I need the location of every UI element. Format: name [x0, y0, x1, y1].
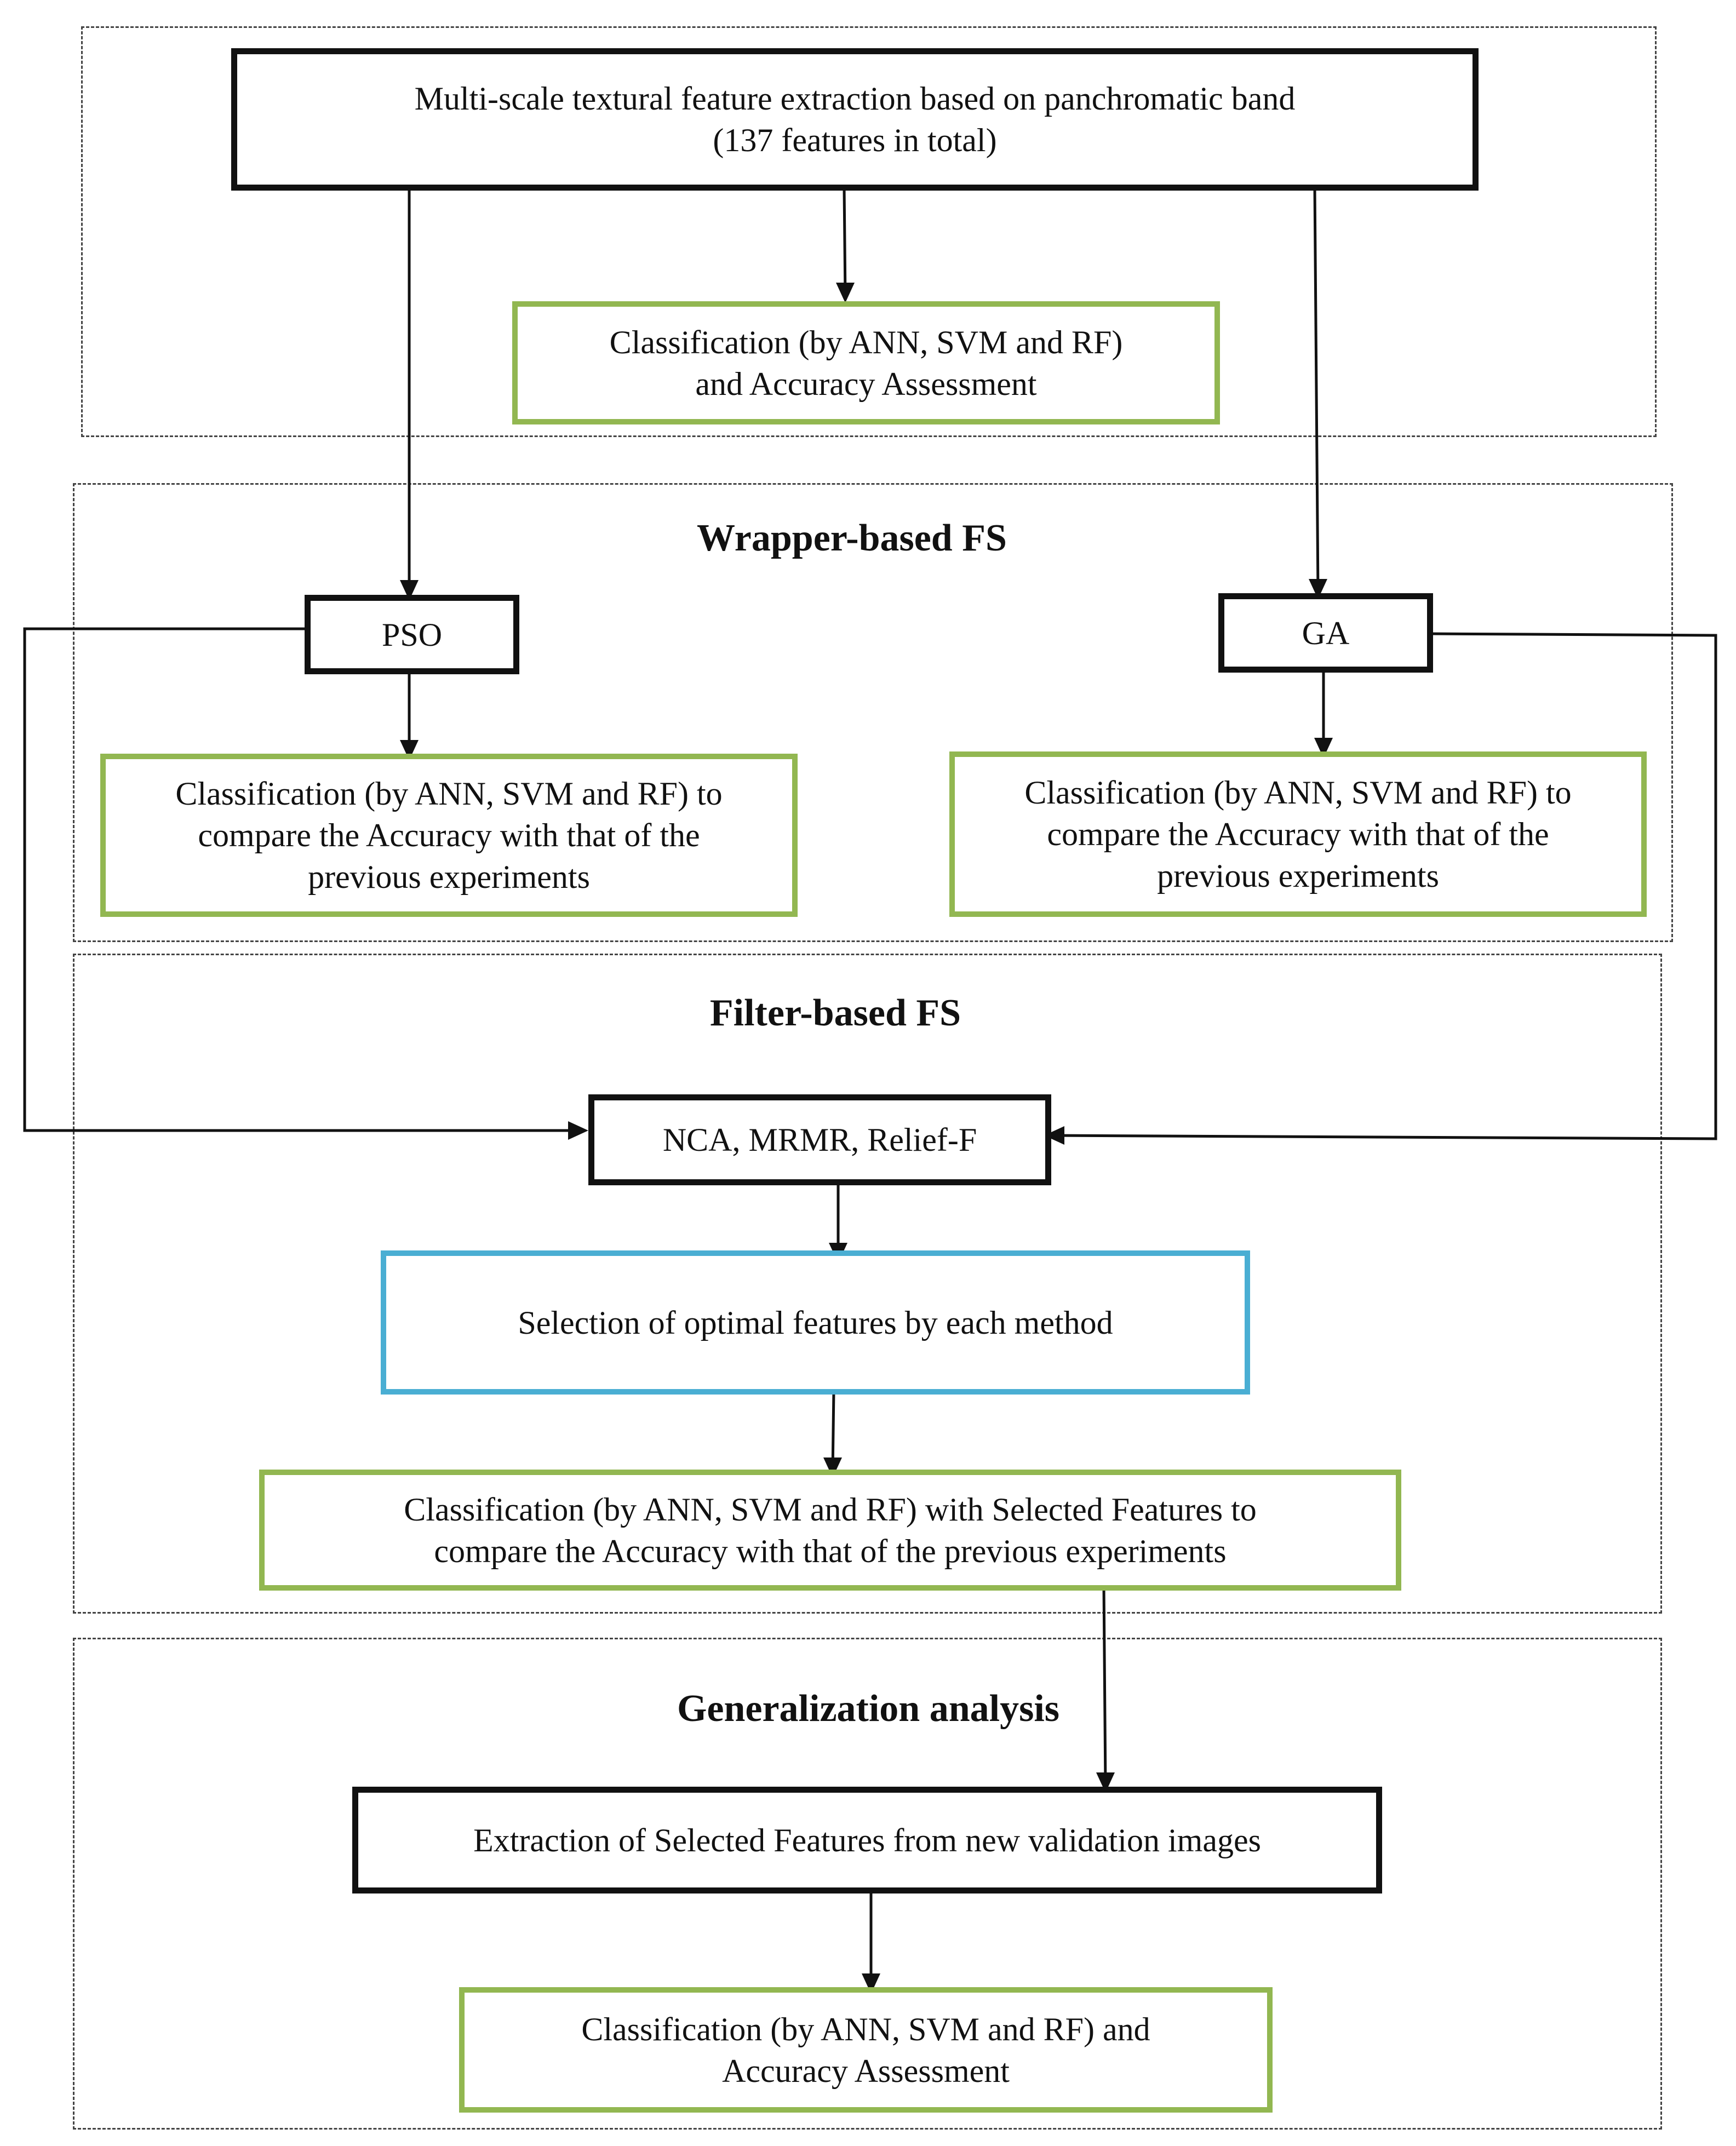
selected-features-classification-line-1: Classification (by ANN, SVM and RF) with…: [404, 1491, 1257, 1528]
arrow-ga-to-filters: [1050, 632, 1717, 1140]
arrowhead-selected-classification: [823, 1458, 842, 1478]
arrowhead-ga-classification: [1314, 738, 1333, 758]
arrowhead-pso: [400, 580, 419, 600]
final-classification-line-2: Accuracy Assessment: [722, 2052, 1010, 2089]
ga-classification-line-2: compare the Accuracy with that of the: [1047, 816, 1549, 852]
ga-box: GA: [1218, 593, 1433, 673]
arrowhead-filters-right: [1044, 1126, 1064, 1145]
optimal-feature-selection-box: Selection of optimal features by each me…: [381, 1250, 1250, 1395]
optimal-feature-selection-label: Selection of optimal features by each me…: [518, 1304, 1113, 1341]
filter-methods-box: NCA, MRMR, Relief-F: [588, 1094, 1051, 1185]
filter-methods-label: NCA, MRMR, Relief-F: [662, 1122, 977, 1158]
feature-extraction-box: Multi-scale textural feature extraction …: [231, 48, 1479, 191]
filter-fs-heading: Filter-based FS: [709, 992, 961, 1034]
pso-classification-line-3: previous experiments: [308, 859, 590, 895]
ga-classification-box: Classification (by ANN, SVM and RF) to c…: [949, 751, 1647, 917]
pso-label: PSO: [381, 616, 443, 653]
selected-features-classification-line-2: compare the Accuracy with that of the pr…: [434, 1533, 1227, 1569]
wrapper-fs-heading: Wrapper-based FS: [697, 517, 1007, 559]
validation-extraction-box: Extraction of Selected Features from new…: [352, 1787, 1382, 1893]
pso-classification-line-1: Classification (by ANN, SVM and RF) to: [175, 776, 723, 812]
pso-classification-box: Classification (by ANN, SVM and RF) to c…: [100, 754, 798, 917]
pso-box: PSO: [305, 595, 519, 674]
final-classification-line-1: Classification (by ANN, SVM and RF) and: [581, 2011, 1150, 2047]
extraction-region: [81, 26, 1657, 437]
arrow-pso-to-filters: [23, 627, 582, 1132]
generalization-heading: Generalization analysis: [677, 1688, 1060, 1730]
arrowhead-baseline: [836, 283, 855, 303]
arrowhead-pso-classification: [400, 740, 419, 760]
feature-extraction-line-2: (137 features in total): [713, 122, 997, 158]
arrow-extraction-to-baseline: [843, 187, 847, 297]
generalization-region: [73, 1638, 1662, 2130]
baseline-classification-line-2: and Accuracy Assessment: [695, 365, 1037, 402]
arrowhead-ga: [1309, 579, 1327, 599]
final-classification-box: Classification (by ANN, SVM and RF) and …: [459, 1987, 1273, 2113]
arrowhead-final: [862, 1973, 880, 1994]
ga-classification-line-1: Classification (by ANN, SVM and RF) to: [1024, 774, 1572, 811]
pso-classification-line-2: compare the Accuracy with that of the: [198, 817, 700, 853]
feature-extraction-line-1: Multi-scale textural feature extraction …: [414, 81, 1296, 117]
arrowhead-filters-left: [568, 1121, 588, 1140]
baseline-classification-line-1: Classification (by ANN, SVM and RF): [609, 324, 1123, 360]
validation-extraction-label: Extraction of Selected Features from new…: [473, 1822, 1261, 1858]
selected-features-classification-box: Classification (by ANN, SVM and RF) with…: [259, 1470, 1401, 1591]
arrow-classification-to-validation: [1102, 1585, 1107, 1787]
wrapper-fs-region: [73, 483, 1673, 942]
baseline-classification-box: Classification (by ANN, SVM and RF) and …: [512, 301, 1220, 424]
ga-classification-line-3: previous experiments: [1157, 858, 1439, 894]
ga-label: GA: [1302, 615, 1350, 651]
arrow-extraction-to-ga: [1313, 187, 1320, 594]
filter-fs-region: [73, 954, 1662, 1614]
arrowhead-validation: [1096, 1772, 1115, 1793]
